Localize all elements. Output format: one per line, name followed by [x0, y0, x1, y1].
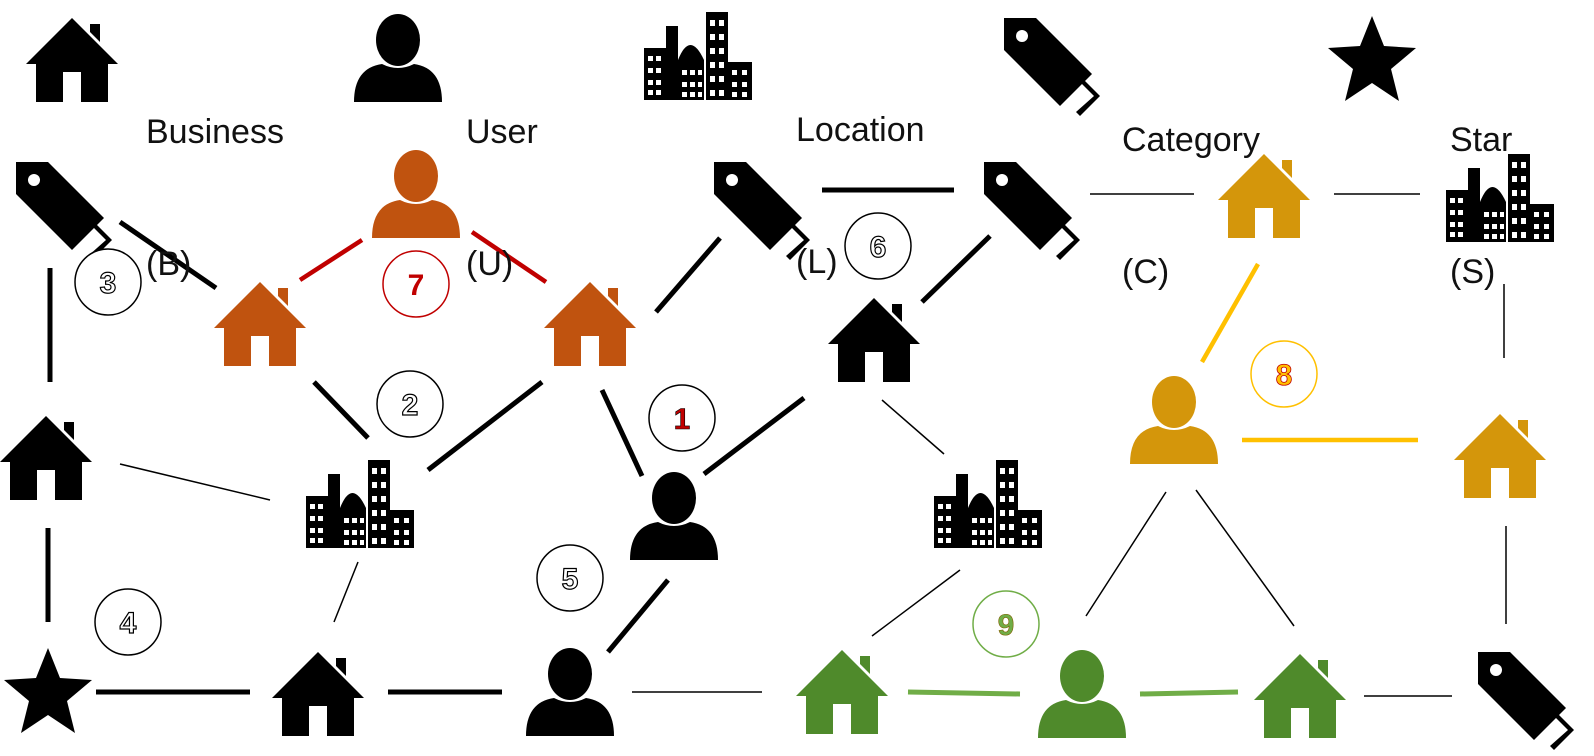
marker-4: 4	[94, 588, 162, 656]
legend-location-name: Location	[796, 111, 925, 149]
edge	[920, 234, 992, 304]
marker-3-label: 3	[100, 267, 117, 300]
marker-7-label: 7	[408, 269, 425, 302]
edge-path-7	[470, 230, 548, 284]
edges-default	[45, 187, 1507, 697]
legend-business-name: Business	[146, 113, 284, 151]
marker-8-label: 8	[1276, 359, 1293, 392]
marker-9-label: 9	[998, 609, 1015, 642]
edge	[426, 380, 544, 472]
path-markers: 1 2 3 4 5 6 7 8	[74, 212, 1318, 658]
user-node-icon	[1038, 650, 1126, 738]
legend-star-abbr: (S)	[1450, 253, 1496, 291]
legend-business: Business (B)	[146, 22, 284, 330]
business-node-icon	[272, 652, 364, 736]
marker-5: 5	[536, 544, 604, 612]
marker-6-label: 6	[870, 231, 887, 264]
marker-6: 6	[844, 212, 912, 280]
location-node-icon	[934, 460, 1042, 548]
edge-path-9	[907, 689, 1021, 697]
legend-star-icon	[1328, 16, 1416, 101]
marker-2: 2	[376, 370, 444, 438]
marker-5-label: 5	[562, 563, 579, 596]
legend-star: Star (S)	[1450, 30, 1512, 338]
marker-4-label: 4	[120, 607, 137, 640]
edge-path-7	[298, 238, 364, 282]
edge-path-9	[1139, 689, 1239, 697]
legend-star-name: Star	[1450, 121, 1513, 159]
edge	[1195, 489, 1295, 627]
business-node-icon	[1254, 654, 1346, 738]
category-node-icon	[984, 162, 1080, 260]
legend-user-name: User	[466, 113, 538, 151]
marker-7: 7	[382, 250, 450, 318]
user-node-icon	[1130, 376, 1218, 464]
legend-business-abbr: (B)	[146, 245, 192, 283]
edge	[654, 236, 722, 314]
legend-category: Category (C)	[1122, 30, 1260, 338]
business-node-icon	[0, 416, 92, 500]
legend-business-icon	[26, 18, 118, 102]
edge-path-8	[1200, 262, 1260, 364]
marker-2-label: 2	[402, 389, 419, 422]
edge	[599, 388, 645, 478]
legend-category-abbr: (C)	[1122, 253, 1170, 291]
marker-8: 8	[1250, 340, 1318, 408]
legend-user: User (U)	[466, 22, 538, 330]
edge	[119, 463, 271, 501]
edge	[702, 396, 806, 476]
edge	[118, 219, 218, 291]
legend-user-abbr: (U)	[466, 245, 514, 283]
marker-1-label: 1	[674, 403, 691, 436]
marker-1: 1	[648, 384, 716, 452]
edge	[881, 399, 945, 455]
category-node-icon	[1478, 652, 1574, 750]
edge	[333, 561, 359, 623]
user-node-icon	[526, 648, 614, 736]
edges-path-8	[1200, 262, 1418, 443]
business-node-icon	[796, 650, 888, 734]
legend-user-icon	[354, 14, 442, 102]
business-node-icon	[544, 282, 636, 366]
edge	[871, 569, 961, 637]
legend-category-icon	[1004, 18, 1100, 116]
marker-3: 3	[74, 248, 142, 316]
edge	[1085, 491, 1167, 617]
category-node-icon	[16, 162, 112, 260]
legend-location-icon	[644, 12, 752, 100]
edge	[312, 380, 370, 440]
edges-path-9	[907, 689, 1239, 697]
legend-location-abbr: (L)	[796, 243, 838, 281]
legend-category-name: Category	[1122, 121, 1260, 159]
edge	[606, 578, 670, 654]
edges-path-7	[298, 230, 548, 284]
user-node-icon	[630, 472, 718, 560]
location-node-icon	[306, 460, 414, 548]
business-node-icon	[1454, 414, 1546, 498]
legend-location: Location (L)	[796, 20, 925, 328]
marker-9: 9	[972, 590, 1040, 658]
star-node-icon	[4, 648, 92, 733]
user-node-icon	[372, 150, 460, 238]
